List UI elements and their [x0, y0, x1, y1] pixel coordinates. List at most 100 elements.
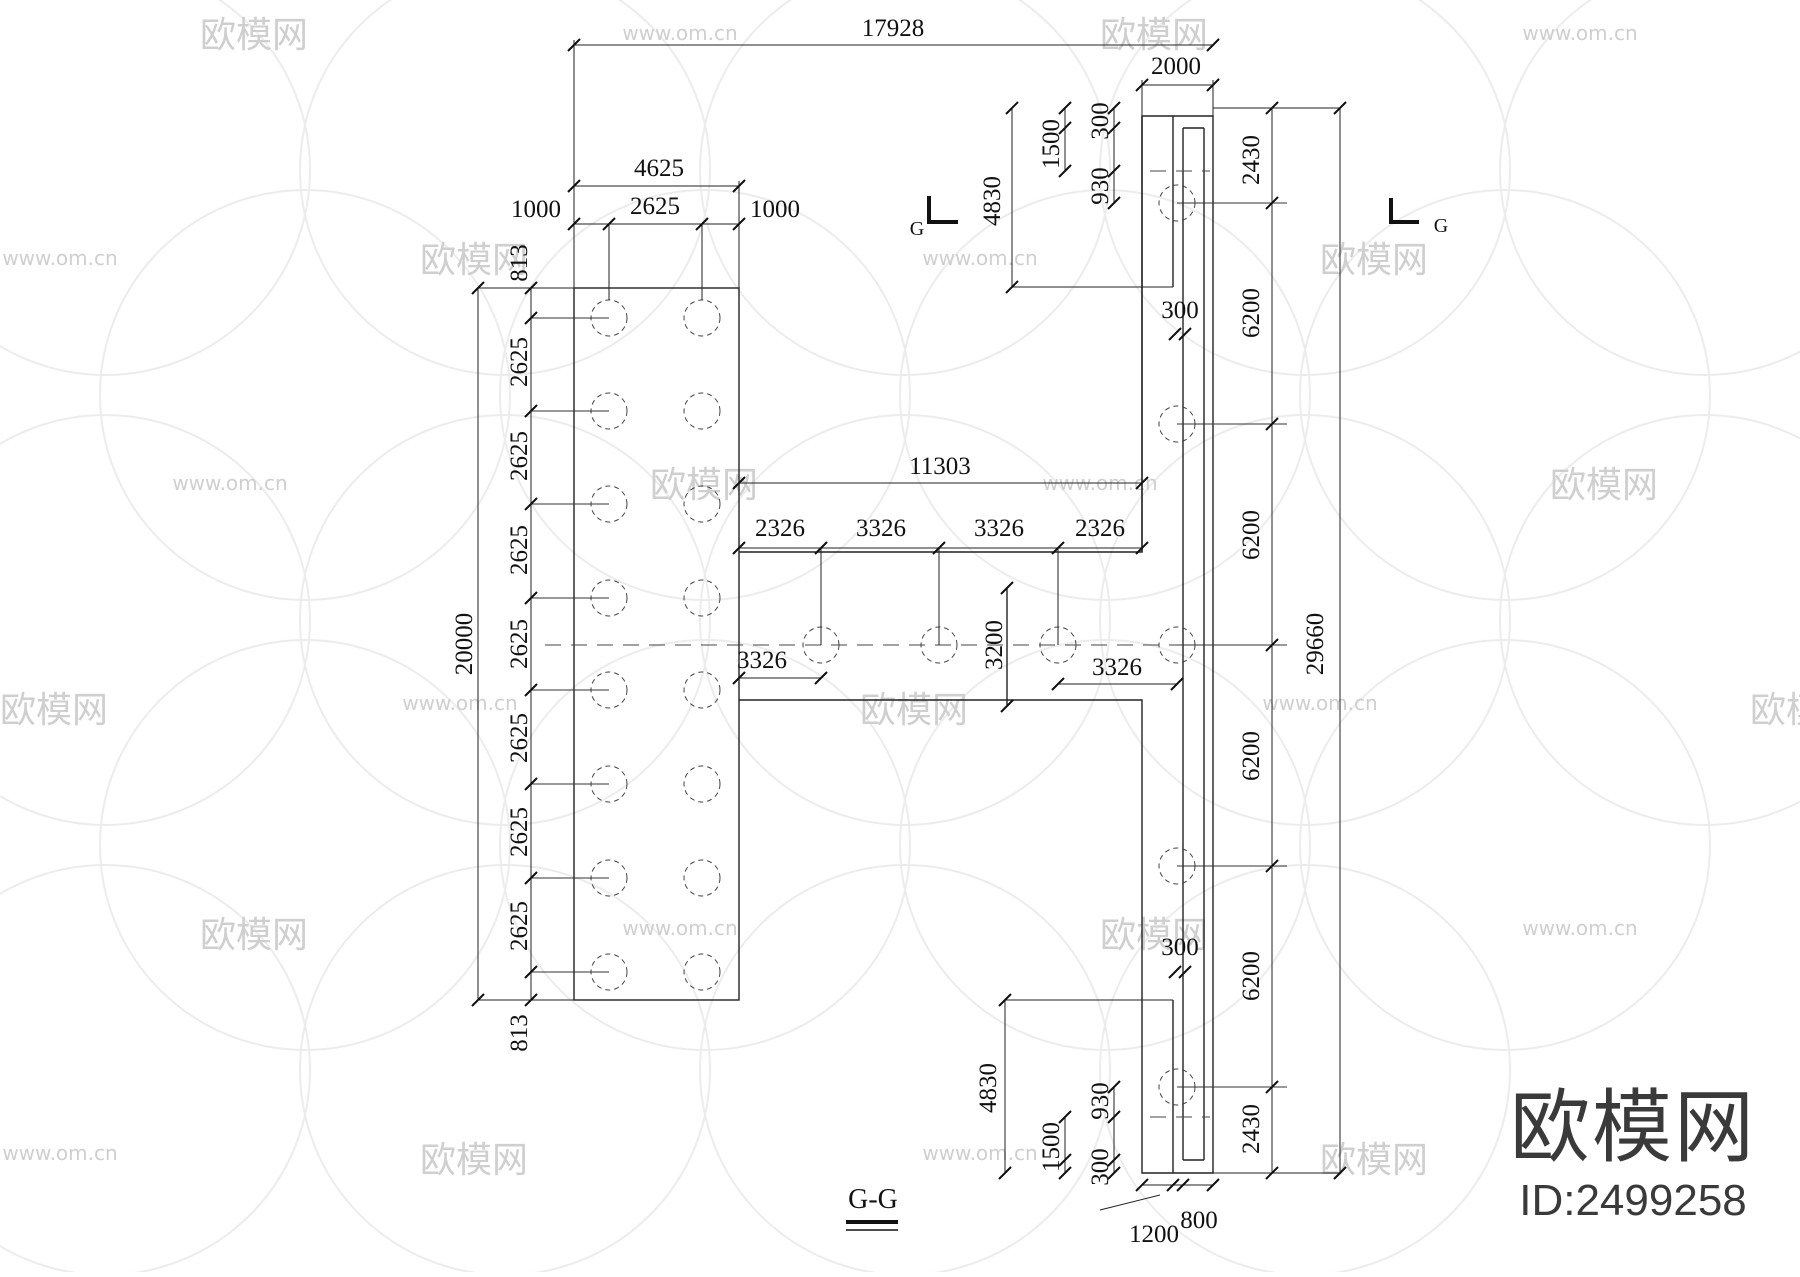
dim-col-300-top-v: 300: [1087, 102, 1114, 140]
dim-beam-3326-c: 3326: [737, 647, 787, 674]
dimension-lines: [477, 40, 1341, 1211]
tick: [1107, 1110, 1121, 1124]
dimension-ticks: [471, 38, 1347, 1192]
tick: [524, 281, 538, 295]
watermark-brand: 欧模网: [200, 915, 308, 956]
watermark-site: www.om.cn: [922, 1141, 1037, 1165]
dim-bottom-1200: 1200: [1129, 1221, 1179, 1248]
watermark-arc: [99, 189, 511, 601]
tick: [524, 777, 538, 791]
tick: [567, 217, 581, 231]
brand-watermark: 欧模网 ID:2499258: [1510, 1088, 1756, 1226]
tick: [1058, 101, 1072, 115]
pile-left-b: [683, 953, 721, 991]
tick: [1107, 1080, 1121, 1094]
tick: [602, 217, 616, 231]
tick: [732, 541, 746, 555]
tick: [1058, 121, 1072, 135]
watermark-arc: [99, 639, 511, 1051]
watermark-brand: 欧模网: [0, 690, 108, 731]
watermark-brand: 欧模网: [860, 690, 968, 731]
tick: [524, 993, 538, 1007]
dim-beam-length: 11303: [909, 453, 971, 480]
dim-left-height: 20000: [451, 613, 478, 676]
watermark-arc: [1099, 414, 1511, 826]
dim-left-pitch-5: 2625: [506, 713, 533, 763]
watermark-arc: [1499, 414, 1800, 826]
dim-beam-3326-a: 3326: [856, 515, 906, 542]
dim-col-6200-4: 6200: [1238, 951, 1265, 1001]
watermark-site: www.om.cn: [622, 916, 737, 940]
dim-col-1500-top: 1500: [1038, 119, 1065, 169]
tick: [1005, 101, 1019, 115]
tick: [732, 671, 746, 685]
dim-top-col-width: 2000: [1151, 53, 1201, 80]
watermark-site: www.om.cn: [2, 246, 117, 270]
tick: [695, 217, 709, 231]
watermark-site: www.om.cn: [2, 1141, 117, 1165]
tick: [1107, 1166, 1121, 1180]
tick: [524, 591, 538, 605]
watermark-arc: [699, 864, 1111, 1276]
dim-left-pitch-1: 2625: [506, 337, 533, 387]
dim-col-930-bottom: 930: [1087, 1082, 1114, 1120]
watermark-site: www.om.cn: [1522, 916, 1637, 940]
section-markers: [846, 196, 1419, 1231]
dim-left-pitch-2: 2625: [506, 431, 533, 481]
dim-col-6200-3: 6200: [1238, 731, 1265, 781]
watermark-site: www.om.cn: [1522, 21, 1637, 45]
pile-left-b: [683, 299, 721, 337]
dim-overall-width: 17928: [862, 15, 925, 42]
pile-left-b: [683, 579, 721, 617]
dim-overall-height: 29660: [1302, 613, 1329, 676]
tick: [524, 497, 538, 511]
tick: [1206, 78, 1220, 92]
tick: [1107, 101, 1121, 115]
tick: [998, 1166, 1012, 1180]
watermark-arc: [1299, 639, 1711, 1051]
tick-col-300-bottom-b: [1178, 965, 1192, 979]
pile-left-b: [683, 485, 721, 523]
tick: [998, 993, 1012, 1007]
tick: [471, 281, 485, 295]
section-marker-right-icon: [1389, 198, 1419, 224]
dim-left-end-bottom: 813: [506, 1014, 533, 1052]
pile-left-b: [683, 765, 721, 803]
tick: [567, 179, 581, 193]
tick: [1135, 78, 1149, 92]
dim-beam-2326-b: 2326: [1075, 515, 1125, 542]
dim-left-width: 4625: [634, 155, 684, 182]
watermark-brand: 欧模网: [420, 1140, 528, 1181]
tick: [471, 993, 485, 1007]
dim-left-edge-a: 1000: [511, 196, 561, 223]
watermark-arc: [299, 0, 711, 376]
watermark-arc: [1299, 189, 1711, 601]
leader-lines: [531, 202, 1287, 1088]
section-title: G-G: [848, 1184, 898, 1215]
dim-col-2430-bottom: 2430: [1238, 1104, 1265, 1154]
watermark-site: www.om.cn: [402, 691, 517, 715]
dim-col-1500-bottom: 1500: [1038, 1122, 1065, 1172]
dim-col-4830-bottom: 4830: [975, 1063, 1002, 1113]
dim-beam-3326-b: 3326: [974, 515, 1024, 542]
watermark-site: www.om.cn: [622, 21, 737, 45]
tick: [524, 683, 538, 697]
watermark-arc: [299, 414, 711, 826]
watermark-arc: [699, 414, 1111, 826]
dim-left-pitch-4: 2625: [506, 619, 533, 669]
watermark-brand: 欧模网: [1100, 915, 1208, 956]
tick: [1265, 859, 1279, 873]
section-marker-left-icon: [927, 196, 958, 224]
tick: [1058, 1153, 1072, 1167]
watermark-brand: 欧模网: [200, 15, 308, 56]
tick: [1265, 1080, 1279, 1094]
tick: [1265, 101, 1279, 115]
watermark-brand: 欧模网: [1750, 690, 1800, 731]
dim-bottom-800: 800: [1180, 1207, 1218, 1234]
watermark-arc: [1499, 0, 1800, 376]
tick: [1176, 1178, 1190, 1192]
tick: [1051, 677, 1065, 691]
watermark-brand: 欧模网: [1100, 15, 1208, 56]
